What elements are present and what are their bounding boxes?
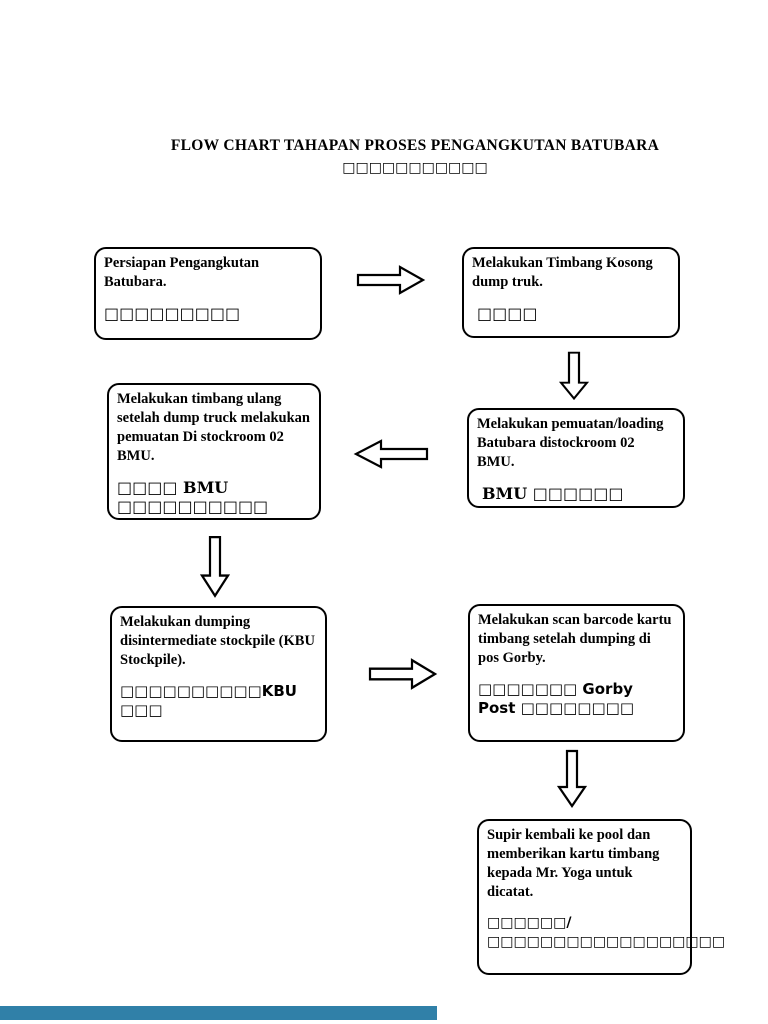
- flow-box-text: Supir kembali ke pool dan memberikan kar…: [487, 827, 660, 900]
- flow-box-text: Melakukan pemuatan/loading Batubara dist…: [477, 416, 664, 470]
- arrow-down-icon: [558, 351, 590, 401]
- flow-box-pemuatan-loading: Melakukan pemuatan/loading Batubara dist…: [467, 408, 685, 508]
- flow-box-translation: □□□□: [477, 304, 538, 323]
- arrow-down-icon: [199, 535, 231, 598]
- flow-box-text: Persiapan Pengangkutan Batubara.: [104, 255, 260, 290]
- page-title: FLOW CHART TAHAPAN PROSES PENGANGKUTAN B…: [170, 137, 660, 154]
- arrow-down-icon: [556, 749, 588, 808]
- flow-box-text: Melakukan Timbang Kosong dump truk.: [472, 255, 653, 290]
- arrow-left-icon: [353, 439, 429, 469]
- flow-box-timbang-kosong: Melakukan Timbang Kosong dump truk. □□□□: [462, 247, 680, 338]
- bottom-accent-bar: [0, 1006, 437, 1020]
- page-subtitle: □□□□□□□□□□□: [342, 160, 488, 176]
- flow-box-text: Melakukan scan barcode kartu timbang set…: [478, 612, 672, 666]
- flow-box-timbang-ulang: Melakukan timbang ulang setelah dump tru…: [107, 383, 321, 520]
- flow-box-text: Melakukan dumping disintermediate stockp…: [120, 614, 315, 668]
- flow-box-dumping-stockpile: Melakukan dumping disintermediate stockp…: [110, 606, 327, 742]
- arrow-right-icon: [368, 658, 438, 690]
- flow-box-translation: □□□□□□□□□: [104, 304, 241, 323]
- flow-box-persiapan-pengangkutan: Persiapan Pengangkutan Batubara. □□□□□□□…: [94, 247, 322, 340]
- arrow-right-icon: [356, 265, 426, 295]
- flow-box-text: Melakukan timbang ulang setelah dump tru…: [117, 391, 310, 464]
- flow-box-translation: BMU □□□□□□: [482, 484, 624, 503]
- flow-box-translation: □□□□□□□□□□KBU □□□: [120, 682, 297, 719]
- flow-box-translation: □□□□□□□ Gorby Post □□□□□□□□: [478, 680, 634, 717]
- flow-box-translation: □□□□□□/□□□□□□□□□□□□□□□□□□: [487, 915, 726, 950]
- flow-box-supir-kembali: Supir kembali ke pool dan memberikan kar…: [477, 819, 726, 975]
- flow-box-scan-barcode: Melakukan scan barcode kartu timbang set…: [468, 604, 685, 742]
- flow-box-translation: □□□□ BMU □□□□□□□□□□: [117, 478, 269, 516]
